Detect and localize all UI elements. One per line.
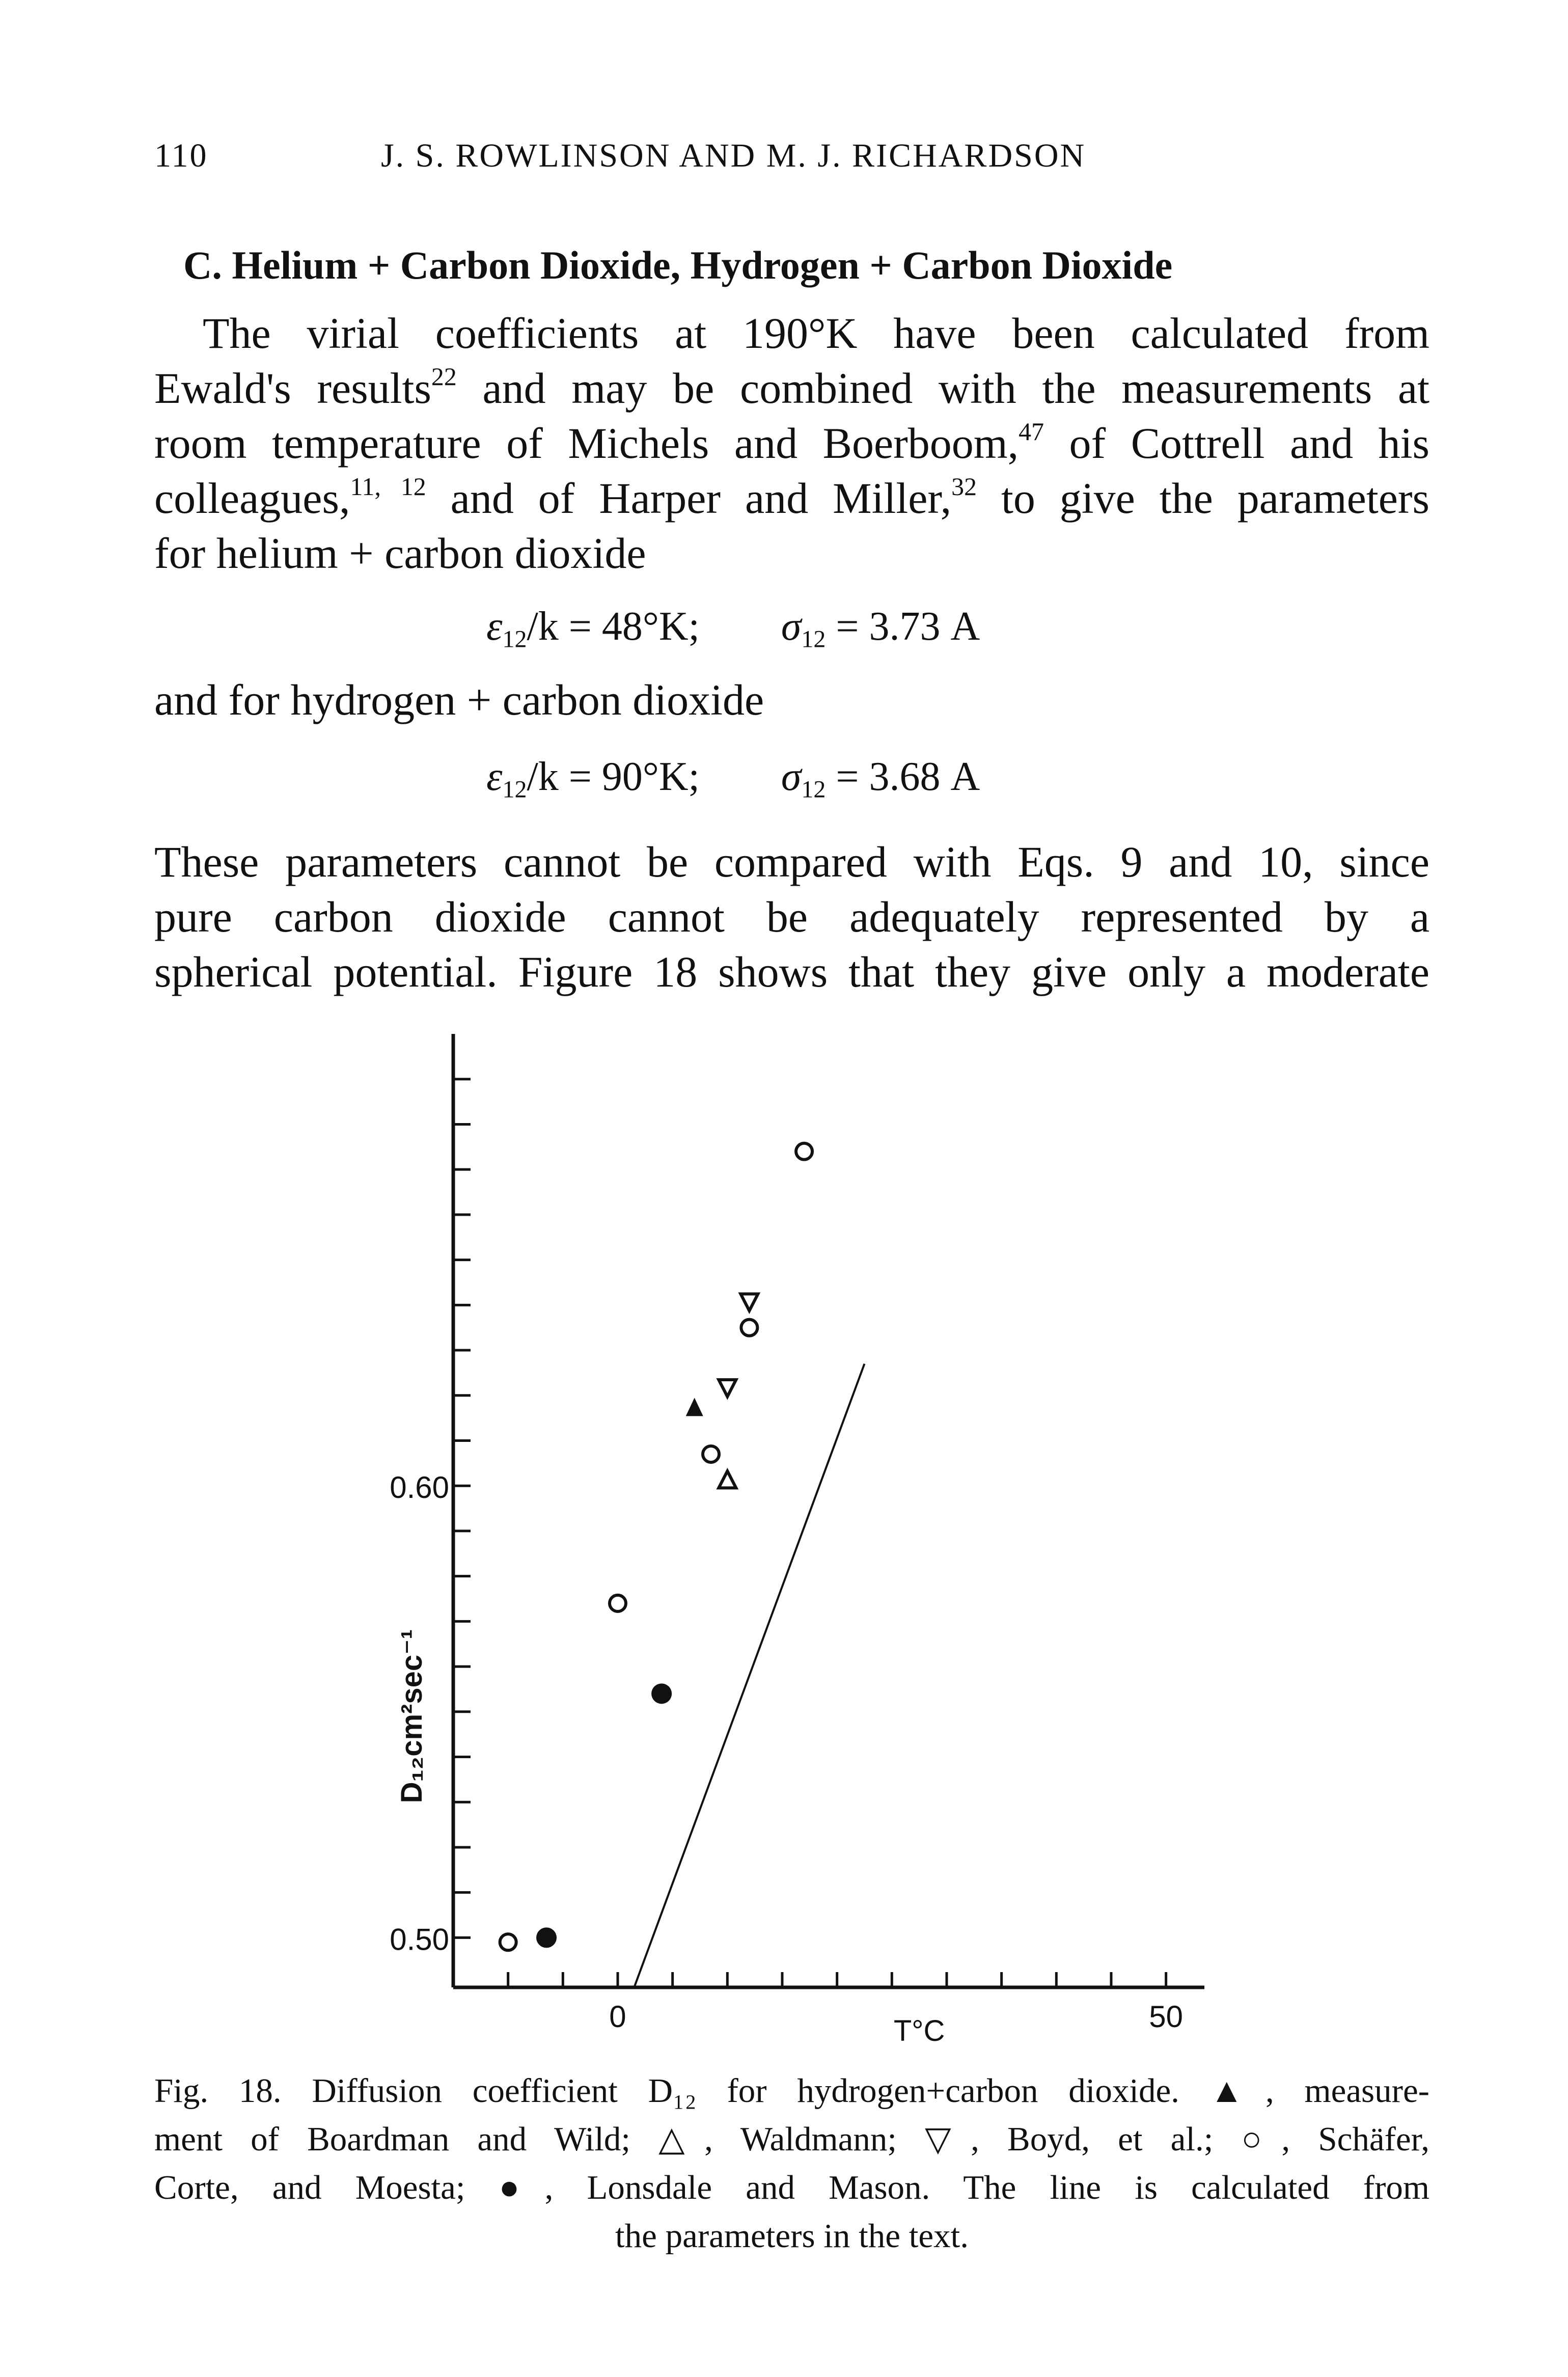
- data-point-filled-circle: [536, 1927, 557, 1948]
- reference-marker: 47: [1019, 418, 1044, 446]
- data-point-open-circle: [608, 1593, 627, 1613]
- caption-line: Corte, and Moesta; ●, Lonsdale and Mason…: [154, 2169, 1429, 2206]
- y-tick-label: 0.60: [390, 1470, 449, 1505]
- data-point-open-inverted-triangle: [738, 1292, 761, 1315]
- data-point-open-circle: [739, 1318, 759, 1337]
- paragraph-comparison: These parameters cannot be compared with…: [154, 834, 1429, 999]
- caption-line: ment of Boardman and Wild; △, Waldmann; …: [154, 2120, 1429, 2158]
- caption-line: Fig. 18. Diffusion coefficient D₁₂ for h…: [154, 2072, 1429, 2110]
- formula-helium: ε12/k = 48°K;σ12 = 3.73 A: [486, 604, 980, 653]
- y-tick-label: 0.50: [390, 1922, 449, 1956]
- text-line: Ewald's results22 and may be combined wi…: [154, 363, 1430, 413]
- text-line: pure carbon dioxide cannot be adequately…: [154, 892, 1429, 941]
- authors-line: J. S. ROWLINSON AND M. J. RICHARDSON: [381, 137, 1086, 174]
- data-point-open-circle: [794, 1141, 814, 1161]
- text-line: spherical potential. Figure 18 shows tha…: [154, 947, 1429, 996]
- reference-marker: 32: [951, 473, 977, 501]
- connector-text: and for hydrogen + carbon dioxide: [154, 675, 764, 724]
- x-axis-label: T°C: [894, 2014, 945, 2047]
- data-point-filled-triangle: [685, 1398, 703, 1416]
- text-line: room temperature of Michels and Boerboom…: [154, 418, 1429, 468]
- data-point-filled-circle: [651, 1683, 672, 1704]
- reference-marker: 22: [431, 363, 457, 391]
- data-point-open-triangle: [716, 1467, 739, 1490]
- x-tick-label: 0: [609, 2000, 626, 2034]
- text-line: The virial coefficients at 190°K have be…: [203, 309, 1429, 358]
- text-line: These parameters cannot be compared with…: [154, 837, 1429, 886]
- running-head: 110 J. S. ROWLINSON AND M. J. RICHARDSON: [154, 136, 1427, 175]
- data-point-open-circle: [498, 1932, 518, 1952]
- paragraph-virial: The virial coefficients at 190°K have be…: [154, 306, 1429, 581]
- section-heading: C. Helium + Carbon Dioxide, Hydrogen + C…: [183, 243, 1173, 287]
- calculated-line: [633, 1363, 866, 1988]
- figure-caption: Fig. 18. Diffusion coefficient D₁₂ for h…: [154, 2067, 1429, 2260]
- data-point-open-inverted-triangle: [716, 1378, 739, 1400]
- x-tick-label: 50: [1149, 2000, 1183, 2034]
- y-axis-label: D₁₂cm²sec⁻¹: [395, 1629, 428, 1804]
- reference-marker: 11, 12: [350, 473, 426, 501]
- caption-line: the parameters in the text.: [615, 2217, 969, 2255]
- data-point-open-circle: [701, 1444, 721, 1464]
- text-line: colleagues,11, 12 and of Harper and Mill…: [154, 473, 1429, 523]
- formula-hydrogen: ε12/k = 90°K;σ12 = 3.68 A: [486, 754, 980, 803]
- page-number: 110: [154, 137, 208, 174]
- text-line: for helium + carbon dioxide: [154, 529, 646, 578]
